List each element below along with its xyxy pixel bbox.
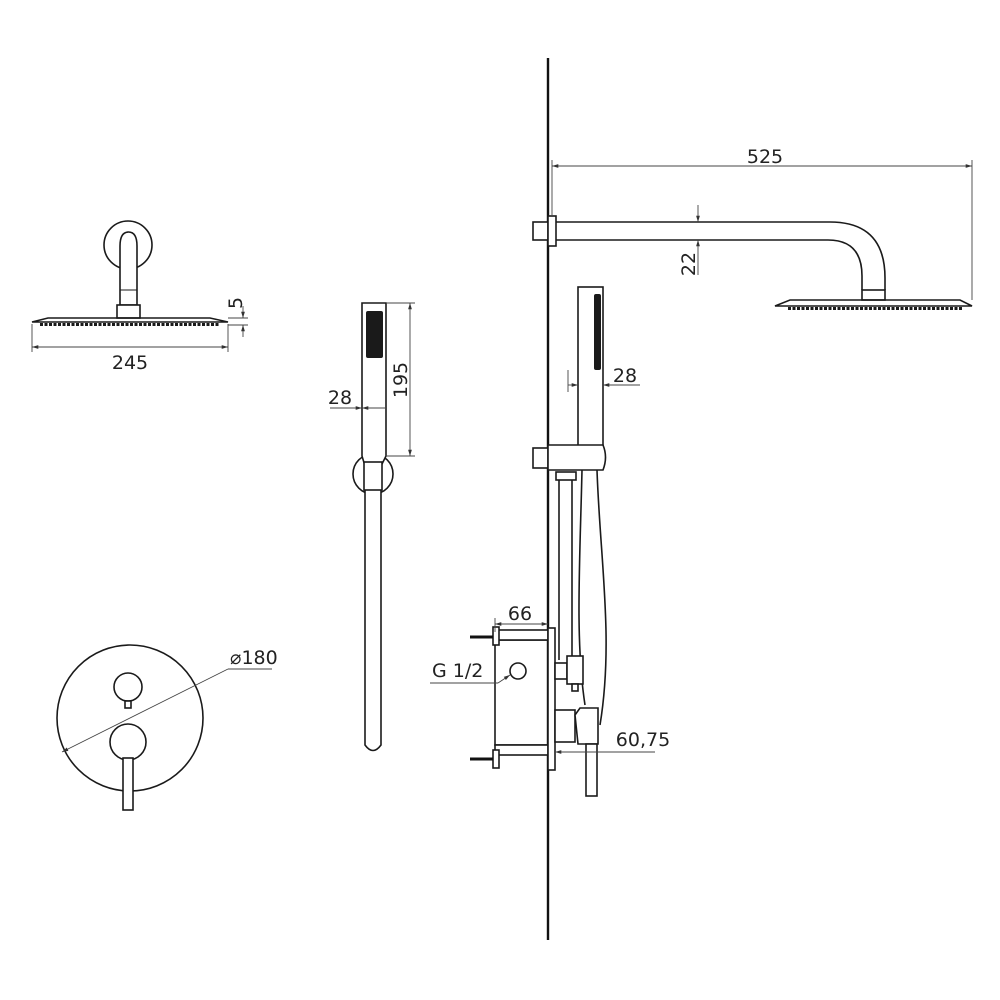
shower-arm-side-view: 525 22: [532, 146, 973, 310]
dim-head-width: 245: [112, 352, 148, 374]
mixer-front-view: ⌀180: [56, 644, 278, 811]
mounting-screw: [470, 626, 500, 646]
handshower-side-view: 28: [532, 286, 640, 726]
dim-arm-length: 525: [747, 146, 783, 168]
dim-handshower-side-width: 28: [613, 365, 637, 387]
mixer-side-view: G 1/2 66 60,75: [430, 603, 670, 797]
label-inlet-thread: G 1/2: [432, 660, 483, 682]
dim-mixer-projection: 60,75: [616, 729, 670, 751]
dim-handshower-front-width: 28: [328, 387, 352, 409]
handshower-front-view: 195 28: [328, 302, 415, 752]
dim-box-depth: 66: [508, 603, 532, 625]
dim-head-thickness: 5: [225, 297, 247, 309]
dim-handshower-length: 195: [390, 362, 412, 398]
shower-head-front-view: 5 245: [31, 220, 248, 374]
dim-arm-height: 22: [678, 252, 700, 276]
dim-escutcheon-diameter: ⌀180: [230, 647, 278, 669]
mounting-screw: [470, 749, 500, 769]
